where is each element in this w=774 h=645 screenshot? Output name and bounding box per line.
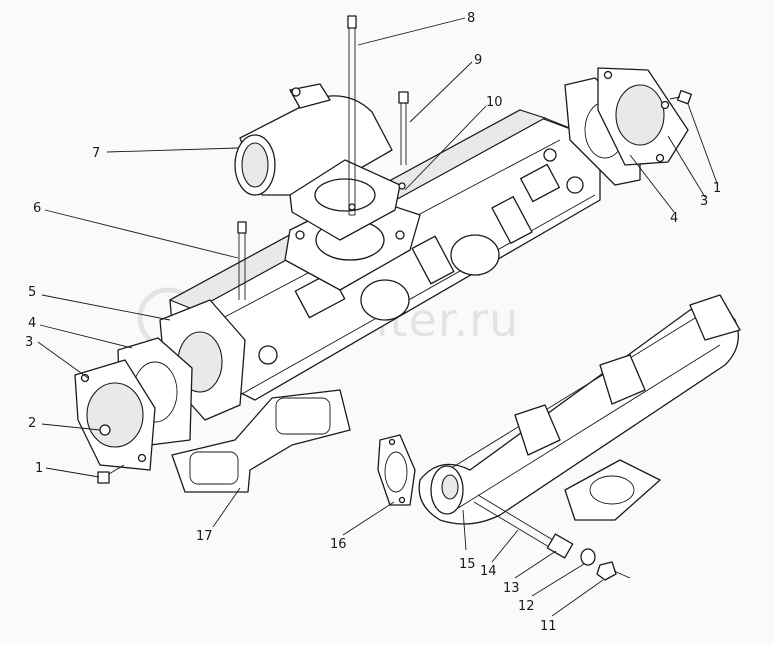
fastener-stack [473,494,631,581]
spacer-13 [546,533,574,559]
callout-15: 15 [459,557,476,572]
callout-7: 7 [92,146,100,161]
callout-10: 10 [486,95,503,110]
callout-5: 5 [28,285,36,300]
nut-11 [596,561,617,581]
gasket-16 [377,434,416,506]
bolt-1-left [97,464,125,484]
callout-1-right: 1 [713,181,721,196]
washer-12 [580,548,596,566]
callout-17: 17 [196,529,213,544]
callout-14: 14 [480,564,497,579]
bolt-1-right [669,89,692,105]
left-end-parts [74,299,246,484]
gasket-17 [171,389,351,493]
bolt-6 [237,221,247,300]
right-end-parts [564,67,692,186]
elbow-gasket [289,159,406,241]
exhaust-manifold [418,294,741,525]
plug-2 [99,424,111,436]
callout-3-right: 3 [700,194,708,209]
callout-11: 11 [540,619,557,634]
callout-13: 13 [503,581,520,596]
callout-2: 2 [28,416,36,431]
callout-8: 8 [467,11,475,26]
exhaust-outlet-flange [564,459,661,521]
callout-4-left: 4 [28,316,36,331]
callout-1-left: 1 [35,461,43,476]
callout-4-right: 4 [670,211,678,226]
callout-6: 6 [33,201,41,216]
callout-9: 9 [474,53,482,68]
callout-3-left: 3 [25,335,33,350]
callout-12: 12 [518,599,535,614]
bolt-9 [398,91,409,165]
callouts: 8 9 10 7 6 1 3 4 5 4 3 2 1 17 16 15 14 [25,11,721,634]
bolt-8 [347,15,357,216]
callout-16: 16 [330,537,347,552]
